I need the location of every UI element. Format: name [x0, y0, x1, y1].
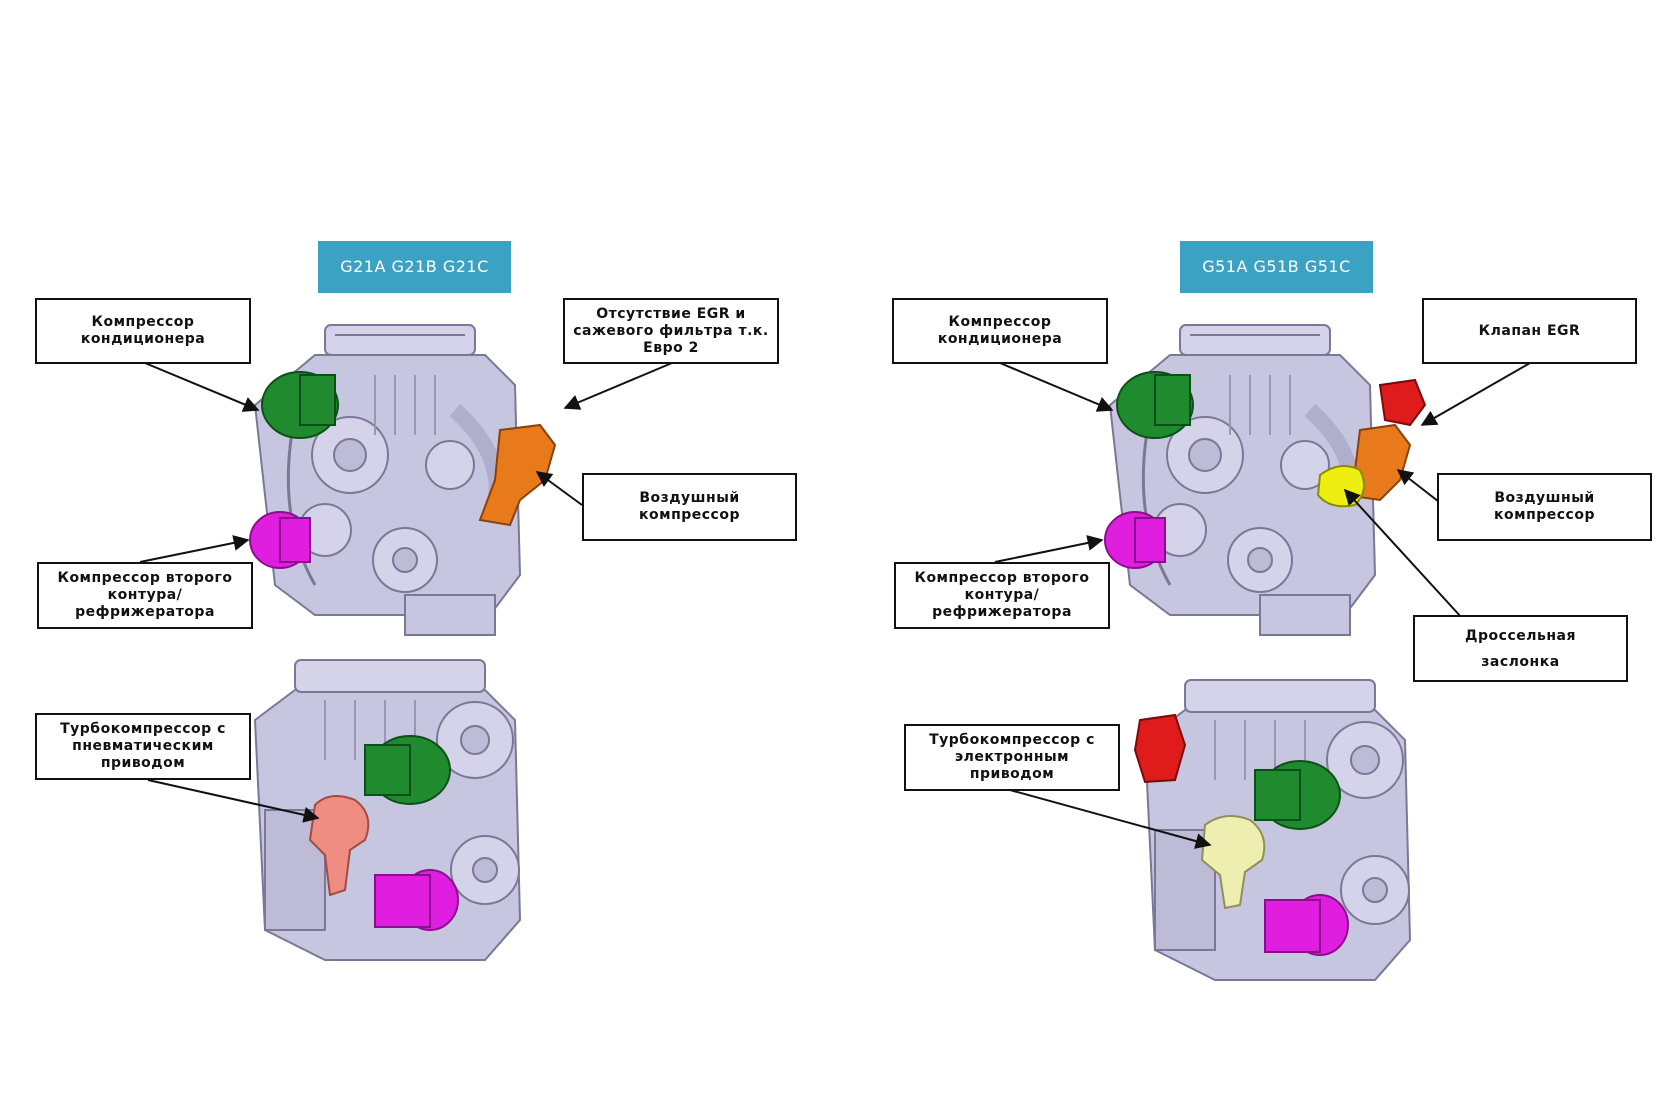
label-right-ac-compressor: Компрессор кондиционера: [892, 298, 1108, 364]
egr-valve-bottom: [1133, 713, 1187, 784]
label-right-air-compressor: Воздушный компрессор: [1437, 473, 1652, 541]
turbo-electronic: [1200, 815, 1266, 910]
label-right-throttle: Дроссельная заслонка: [1413, 615, 1628, 682]
arrows-right: [994, 362, 1531, 849]
arrows-left: [139, 362, 673, 823]
label-left-no-egr: Отсутствие EGR и сажевого фильтра т.к. Е…: [563, 298, 779, 364]
engine-left-bottom: [254, 659, 521, 961]
label-left-second-compressor: Компрессор второго контура/ рефрижератор…: [37, 562, 253, 629]
engine-left-top: [250, 325, 557, 635]
label-right-turbo: Турбокомпрессор с электронным приводом: [904, 724, 1120, 791]
turbo-pneumatic: [308, 795, 370, 897]
label-right-second-compressor: Компрессор второго контура/ рефрижератор…: [894, 562, 1110, 629]
throttle: [1316, 465, 1365, 508]
engine-right-bottom: [1133, 679, 1411, 981]
egr-valve: [1378, 378, 1427, 427]
engine-right-top: [1105, 325, 1427, 635]
air-compressor-left: [478, 423, 557, 527]
label-left-ac-compressor: Компрессор кондиционера: [35, 298, 251, 364]
label-left-turbo: Турбокомпрессор с пневматическим приводо…: [35, 713, 251, 780]
label-right-egr-valve: Клапан EGR: [1422, 298, 1637, 364]
label-left-air-compressor: Воздушный компрессор: [582, 473, 797, 541]
title-left: G21A G21B G21C: [318, 241, 511, 293]
title-right: G51A G51B G51C: [1180, 241, 1373, 293]
